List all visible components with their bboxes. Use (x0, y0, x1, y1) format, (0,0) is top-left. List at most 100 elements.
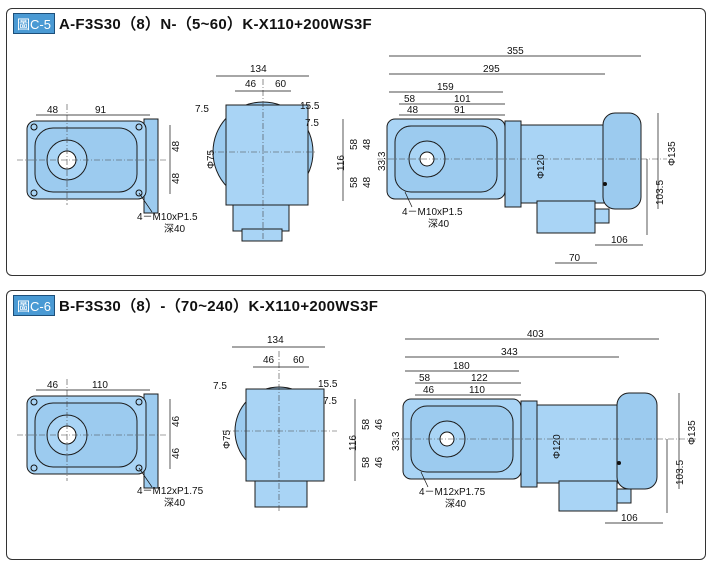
dim-label: 116 (336, 155, 347, 171)
mount-foot (232, 204, 290, 232)
dim-label: 46 (171, 415, 182, 427)
bolt-hole (135, 464, 143, 472)
dim-label: 7.5 (213, 381, 227, 392)
dim-label: Φ120 (552, 434, 563, 459)
figure-panel-c6: 圖C-6 B-F3S30（8）-（70~240）K-X110+200WS3F 4… (6, 290, 706, 560)
dim-label: 58 (361, 456, 372, 468)
dim-label: 48 (407, 105, 419, 116)
figure-panel-c5: 圖C-5 A-F3S30（8）N-（5~60）K-X110+200WS3F 48… (6, 8, 706, 276)
dim-label: Φ75 (206, 149, 217, 169)
adapter-flange (520, 400, 538, 488)
dim-label: 33.3 (391, 431, 402, 451)
depth-note: 深40 (428, 218, 450, 230)
dim-label: 103.5 (655, 180, 666, 205)
dim-label: 7.5 (323, 396, 337, 407)
dim-label: 58 (349, 138, 360, 150)
dim-label: 46 (171, 447, 182, 459)
dim-label: 180 (453, 361, 470, 372)
panel-header: 圖C-5 A-F3S30（8）N-（5~60）K-X110+200WS3F (13, 13, 372, 34)
dim-label: 58 (419, 373, 431, 384)
drawing-c5: 48 91 48 48 4－M10xP1.5 深40 134 46 60 7.5… (17, 46, 678, 264)
indicator-dot (617, 461, 621, 465)
leader-line (138, 192, 153, 213)
motor-end-cap (616, 392, 658, 490)
adapter-flange (504, 120, 522, 208)
side-view: 134 46 60 7.5 15.5 7.5 Φ75 (195, 64, 320, 242)
mount-foot (254, 480, 308, 508)
dim-label: 101 (454, 94, 471, 105)
dim-label: 122 (471, 373, 488, 384)
bolt-note: 4－M10xP1.5 (402, 207, 463, 218)
bolt-note: 4－M12xP1.75 (419, 487, 486, 498)
dim-label: 48 (47, 105, 59, 116)
dim-label: 33.3 (377, 151, 388, 171)
dim-label: 343 (501, 347, 518, 358)
dim-label: 15.5 (300, 101, 320, 112)
dim-label: Φ120 (536, 154, 547, 179)
dim-label: 159 (437, 82, 454, 93)
dim-label: Φ135 (667, 141, 678, 166)
motor-end-cap (602, 112, 642, 210)
dim-label: 91 (454, 105, 466, 116)
depth-note: 深40 (164, 223, 186, 235)
assembly-view: 403 343 180 58 122 46 110 116 58 58 46 4… (348, 329, 698, 524)
dim-label: 58 (361, 418, 372, 430)
dim-label: 7.5 (305, 118, 319, 129)
bolt-hole (135, 189, 143, 197)
dim-label: 46 (423, 385, 435, 396)
front-view: 46 110 46 46 4－M12xP1.75 深40 (17, 379, 204, 509)
dim-label: Φ75 (222, 429, 233, 449)
depth-note: 深40 (164, 497, 186, 509)
leader-line (420, 471, 429, 488)
dim-label: 103.5 (675, 460, 686, 485)
indicator-dot (603, 182, 607, 186)
bolt-note: 4－M10xP1.5 (137, 212, 198, 223)
dim-label: 355 (507, 46, 524, 57)
bolt-hole (30, 189, 38, 197)
dim-label: 46 (245, 79, 257, 90)
bolt-hole (30, 123, 38, 131)
leader-line (404, 191, 413, 208)
dim-label: 46 (263, 355, 275, 366)
bolt-note: 4－M12xP1.75 (137, 486, 204, 497)
dim-label: 106 (621, 513, 638, 524)
figure-label: 圖C-5 (13, 13, 55, 34)
dim-label: 58 (349, 176, 360, 188)
leader-line (138, 467, 153, 488)
front-view: 48 91 48 48 4－M10xP1.5 深40 (17, 104, 198, 235)
terminal-box (558, 480, 618, 512)
panel-header: 圖C-6 B-F3S30（8）-（70~240）K-X110+200WS3F (13, 295, 378, 316)
dim-label: 46 (374, 418, 385, 430)
bolt-hole (135, 398, 143, 406)
dim-label: 58 (404, 94, 416, 105)
cable-gland (616, 488, 632, 504)
dim-label: Φ135 (687, 420, 698, 445)
dim-label: 116 (348, 435, 359, 451)
shaft-stub (241, 228, 283, 242)
depth-note: 深40 (445, 498, 467, 510)
terminal-box (536, 200, 596, 234)
dim-label: 48 (171, 140, 182, 152)
dim-label: 70 (569, 253, 581, 264)
dim-label: 91 (95, 105, 107, 116)
figure-label: 圖C-6 (13, 295, 55, 316)
model-number: B-F3S30（8）-（70~240）K-X110+200WS3F (58, 298, 379, 315)
dim-label: 106 (611, 235, 628, 246)
dim-label: 110 (92, 380, 108, 391)
side-housing (225, 104, 309, 206)
dim-label: 48 (362, 138, 373, 150)
dim-label: 15.5 (318, 379, 338, 390)
dim-label: 48 (362, 176, 373, 188)
dim-label: 60 (293, 355, 305, 366)
model-number: A-F3S30（8）N-（5~60）K-X110+200WS3F (58, 16, 373, 33)
dim-label: 46 (374, 456, 385, 468)
bolt-hole (30, 464, 38, 472)
dim-label: 60 (275, 79, 287, 90)
side-view: 134 46 60 7.5 15.5 7.5 Φ75 (213, 335, 338, 513)
bolt-hole (135, 123, 143, 131)
dim-label: 48 (171, 172, 182, 184)
dim-label: 134 (267, 335, 284, 346)
bolt-hole (30, 398, 38, 406)
dim-label: 110 (469, 385, 485, 396)
side-housing (245, 388, 325, 482)
